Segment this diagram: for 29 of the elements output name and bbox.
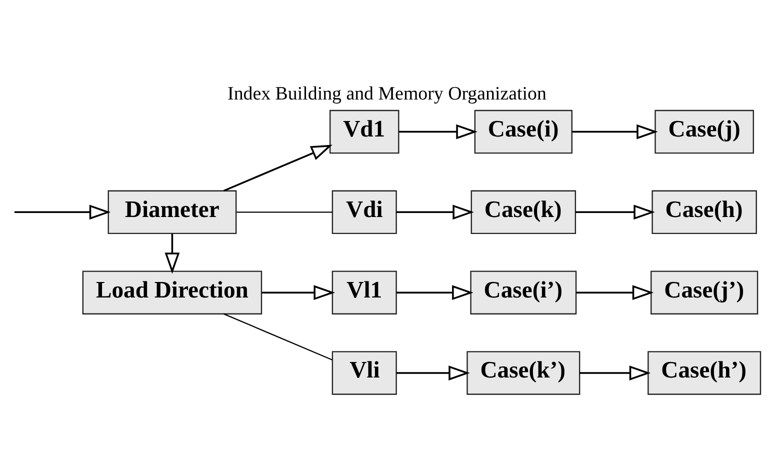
node-box: Case(j) xyxy=(654,109,754,154)
arrow xyxy=(262,284,336,300)
node-box: Vl1 xyxy=(332,270,397,314)
arrow xyxy=(398,124,478,139)
arrow xyxy=(396,365,470,380)
arrow xyxy=(14,204,111,220)
arrow xyxy=(396,204,474,220)
arrow xyxy=(396,284,474,300)
arrow xyxy=(580,365,651,380)
node-box: Case(i’) xyxy=(470,270,577,314)
node-box: Case(j’) xyxy=(650,270,758,314)
arrow xyxy=(576,284,654,300)
node-box: Vdi xyxy=(332,190,397,234)
diagram-title: Index Building and Memory Organization xyxy=(228,83,546,104)
arrow xyxy=(572,124,658,139)
node-box: Case(k’) xyxy=(466,350,580,394)
arrow xyxy=(164,233,180,274)
arrow xyxy=(223,144,332,192)
node-box: Case(k) xyxy=(470,190,576,234)
node-box: Vli xyxy=(332,350,397,394)
node-box: Case(h) xyxy=(652,190,757,234)
node-box: Load Direction xyxy=(82,270,262,314)
node-box: Vd1 xyxy=(329,109,400,154)
node-box: Case(i) xyxy=(474,109,572,154)
arrow xyxy=(576,204,655,220)
node-box: Case(h’) xyxy=(648,350,762,394)
node-box: Diameter xyxy=(108,190,237,234)
connector xyxy=(224,312,332,360)
connector xyxy=(236,211,332,212)
